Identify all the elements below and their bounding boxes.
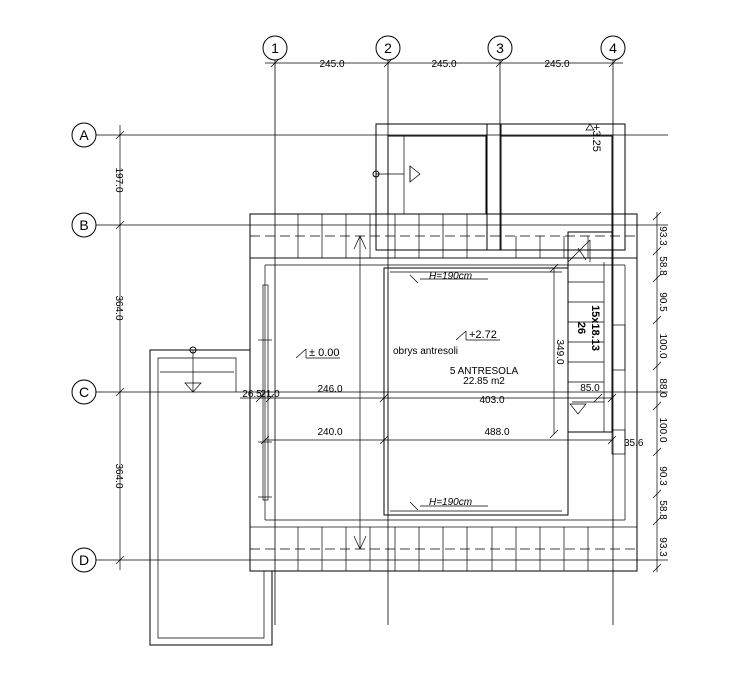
- row-c-dimension-lower: 240.0 488.0: [260, 427, 617, 445]
- left-dimension-line: 197.0 364.0 364.0: [113, 125, 125, 570]
- level-mark-mezzanine: +2.72: [455, 329, 500, 341]
- dim-right-9: 93.3: [657, 537, 668, 557]
- stair-height-dimension: 349.0: [549, 263, 565, 439]
- dim-row-c-upper-1: 246.0: [317, 384, 342, 395]
- room-area: 22.85 m2: [463, 376, 505, 387]
- dim-row-c-upper-3: 85.0: [580, 383, 600, 394]
- mezzanine-outline-label: obrys antresoli: [393, 346, 458, 357]
- dim-top-2-3: 245.0: [431, 59, 456, 70]
- axis-row-b: B: [71, 212, 97, 238]
- top-dimension-line: 245.0 245.0 245.0: [265, 58, 623, 70]
- upper-annex: +3.25: [372, 123, 626, 251]
- height-label-top: H=190cm: [409, 271, 488, 284]
- dim-left-a-b: 197.0: [113, 167, 124, 192]
- axis-label-row-a: A: [79, 127, 89, 143]
- dim-left-c-d: 364.0: [113, 463, 124, 488]
- dim-row-c-upper-2: 403.0: [479, 395, 504, 406]
- span-arrow: [353, 235, 367, 550]
- height-label-bottom: H=190cm: [409, 497, 488, 511]
- axis-label-row-d: D: [79, 552, 89, 568]
- dim-right-6: 100.0: [657, 417, 668, 442]
- axis-column-2: 2: [375, 35, 401, 61]
- axis-column-1: 1: [262, 35, 288, 61]
- row-c-dimension-upper: 26.5 21.0 246.0 403.0 85.0: [240, 383, 617, 406]
- dim-row-c-lower-1: 240.0: [317, 427, 342, 438]
- grid-lines-horizontal: [96, 134, 668, 561]
- stair-depth: 26: [575, 322, 587, 334]
- room-name: 5 ANTRESOLA: [450, 366, 519, 377]
- axis-label-column-1: 1: [271, 40, 279, 56]
- height-top-text: H=190cm: [429, 271, 472, 282]
- dim-row-c-left-2: 21.0: [260, 389, 280, 400]
- left-terrace: [149, 346, 273, 646]
- dim-right-1: 93.3: [657, 226, 668, 246]
- dim-right-small: 35.6: [624, 438, 644, 449]
- level-mark-ground: ± 0.00: [295, 347, 340, 359]
- axis-label-column-2: 2: [384, 40, 392, 56]
- dim-top-1-2: 245.0: [319, 59, 344, 70]
- mezzanine-outline: [383, 267, 569, 516]
- right-dimension-line: 93.3 58.8 90.5 100.0 88.0 100.0 90.3 58.…: [652, 211, 668, 573]
- level-ground-text: ± 0.00: [309, 347, 340, 359]
- axis-column-3: 3: [487, 35, 513, 61]
- dim-row-c-lower-2: 488.0: [484, 427, 509, 438]
- dim-row-c-left-1: 26.5: [242, 389, 262, 400]
- dim-right-3: 90.5: [657, 292, 668, 312]
- axis-row-c: C: [71, 379, 97, 405]
- stair-spec: 15x18.13: [589, 305, 601, 351]
- stair: 15x18.13 26: [567, 231, 613, 433]
- axis-row-d: D: [71, 547, 97, 573]
- dim-right-7: 90.3: [657, 466, 668, 486]
- dim-right-2: 58.8: [657, 256, 668, 276]
- axis-column-4: 4: [600, 35, 626, 61]
- dim-stair-height: 349.0: [554, 339, 565, 364]
- level-mezzanine-text: +2.72: [469, 329, 497, 341]
- dim-right-5: 88.0: [657, 378, 668, 398]
- dim-left-b-c: 364.0: [113, 295, 124, 320]
- axis-label-column-4: 4: [609, 40, 617, 56]
- dim-right-4: 100.0: [657, 333, 668, 358]
- axis-row-a: A: [71, 122, 97, 148]
- height-bottom-text: H=190cm: [429, 497, 472, 508]
- axis-label-column-3: 3: [496, 40, 504, 56]
- axis-label-row-c: C: [79, 384, 89, 400]
- level-upper: +3.25: [590, 124, 602, 152]
- dim-right-8: 58.8: [657, 500, 668, 520]
- dim-top-3-4: 245.0: [544, 59, 569, 70]
- axis-label-row-b: B: [79, 217, 88, 233]
